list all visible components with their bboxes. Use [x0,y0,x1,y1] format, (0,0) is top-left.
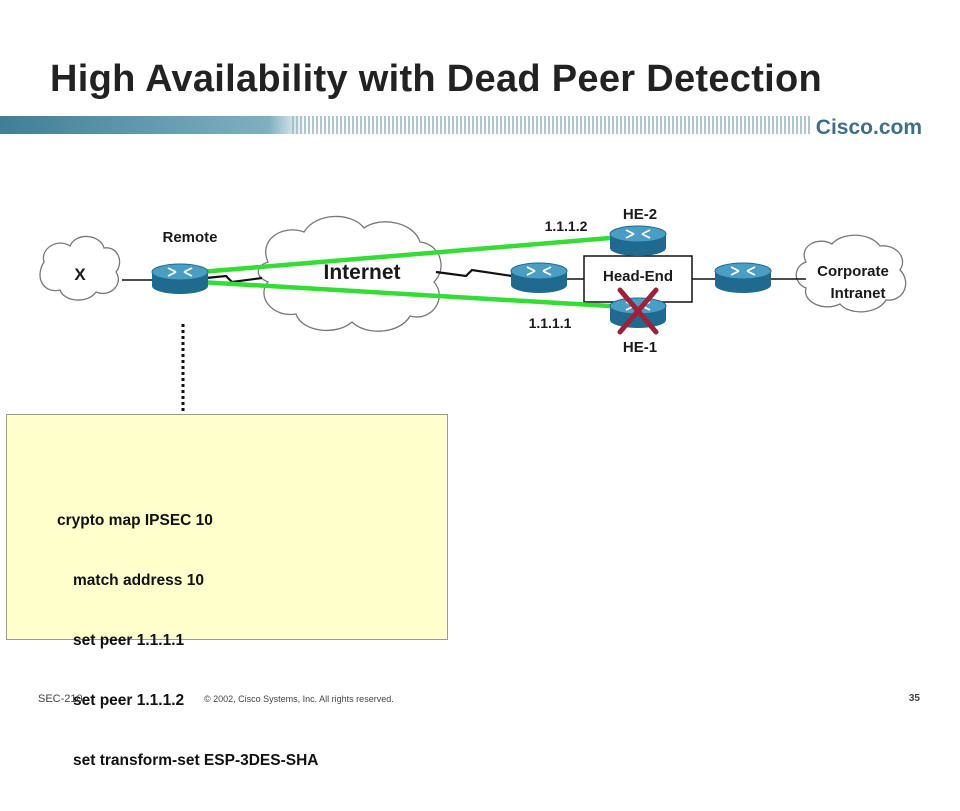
tunnel-to-he2 [199,235,611,275]
course-code: SEC-210 [38,693,83,705]
ip-he1-label: 1.1.1.1 [529,315,572,331]
failure-x-icon [617,287,659,335]
slide-title: High Availability with Dead Peer Detecti… [50,58,823,100]
cloud-x-label: X [74,265,86,284]
config-line: crypto map IPSEC 10 [57,512,213,529]
config-line: match address 10 [73,572,204,589]
cloud-x [39,235,121,301]
router-he2-icon [609,225,667,256]
serial-link-remote [205,274,263,284]
remote-label: Remote [162,229,217,246]
cloud-corporate-label-2: Intranet [830,285,885,302]
config-lines: crypto map IPSEC 10 match address 10 set… [57,471,318,811]
he1-label: HE-1 [623,339,657,356]
cloud-internet [257,215,442,332]
config-box: crypto map IPSEC 10 match address 10 set… [6,414,448,769]
page-number: 35 [908,693,920,704]
network-diagram: X Internet Corporate Intranet Remote HE-… [39,206,907,414]
tunnel-to-he1 [199,279,611,309]
header-band [0,116,960,134]
ip-he2-label: 1.1.1.2 [545,218,588,234]
cloud-internet-label: Internet [323,261,400,284]
config-line: set peer 1.1.1.1 [73,632,185,649]
cloud-corporate-label-1: Corporate [817,263,889,280]
cisco-logo: Cisco.com [815,116,922,139]
router-remote-icon [151,263,209,294]
router-corporate-icon [714,262,772,293]
he2-label: HE-2 [623,206,657,223]
config-line: set peer 1.1.1.2 [73,692,185,709]
copyright: © 2002, Cisco Systems, Inc. All rights r… [204,694,394,704]
cloud-corporate [795,234,907,313]
serial-link-headend [435,268,513,278]
headend-label: Head-End [603,268,673,285]
config-line: set transform-set ESP-3DES-SHA [73,752,319,769]
router-headend-outer-icon [510,262,568,293]
